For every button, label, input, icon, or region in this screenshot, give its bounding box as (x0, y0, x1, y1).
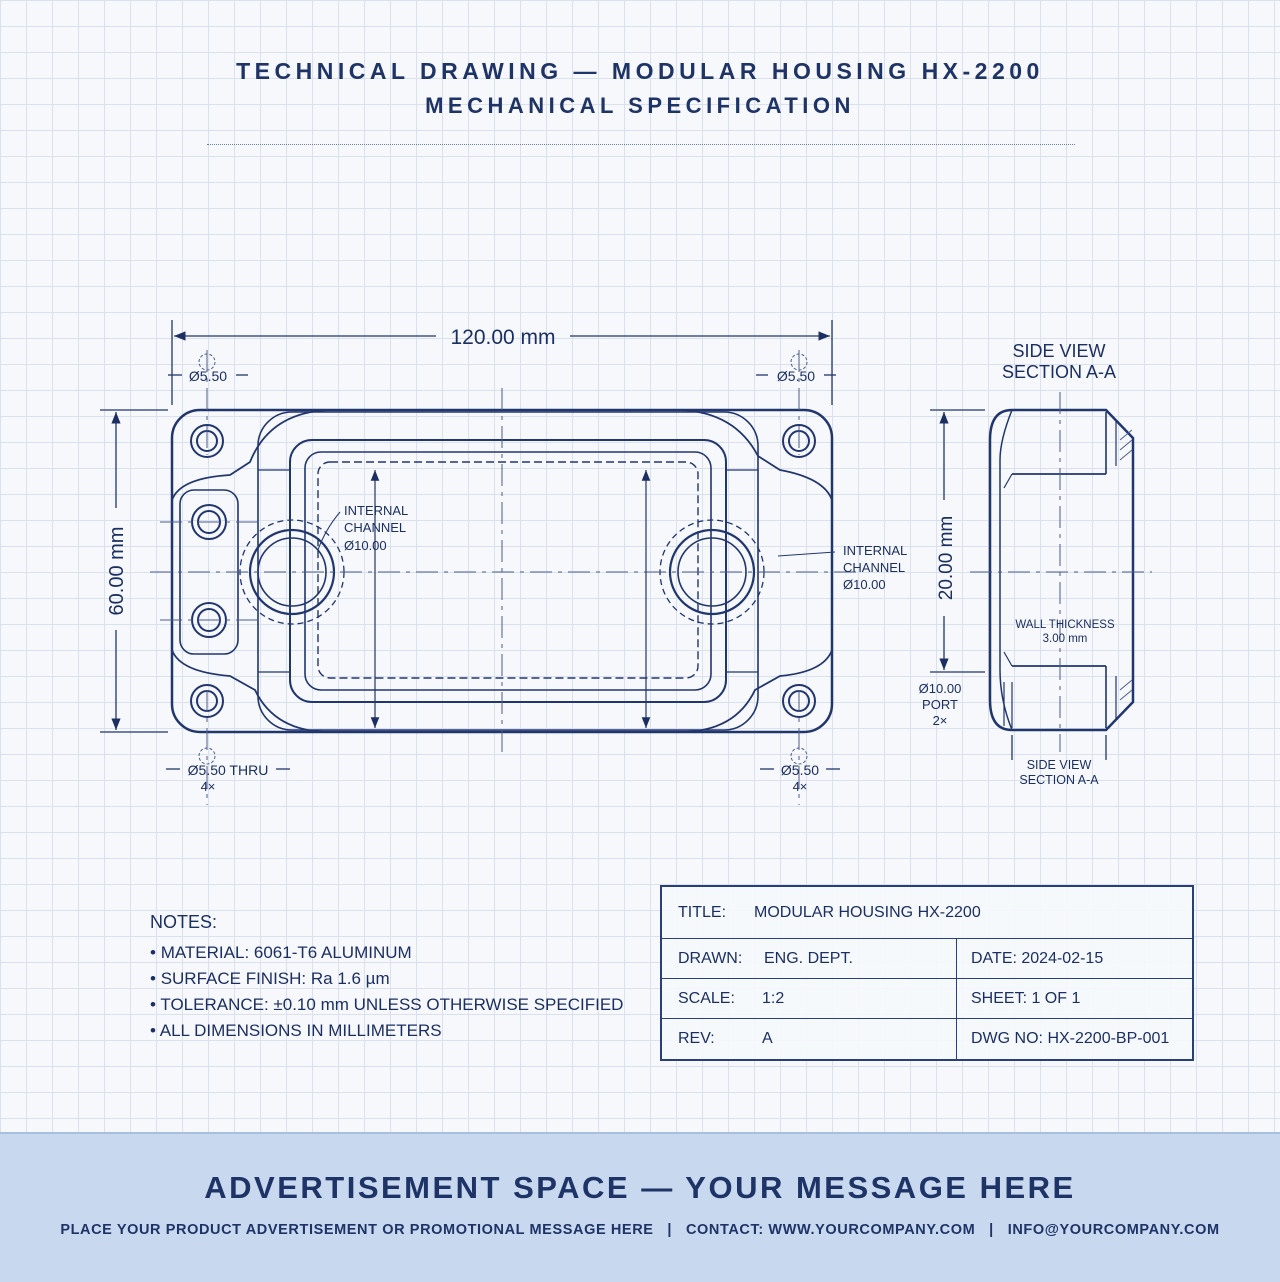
drawing-title: TECHNICAL DRAWING — MODULAR HOUSING HX-2… (236, 58, 1044, 84)
side-view-caption-line1: SIDE VIEW (1027, 758, 1092, 772)
advertisement-title: ADVERTISEMENT SPACE — YOUR MESSAGE HERE (204, 1170, 1076, 1205)
rev-value: A (762, 1030, 773, 1047)
header: TECHNICAL DRAWING — MODULAR HOUSING HX-2… (0, 58, 1280, 119)
port-label-line2: PORT (922, 697, 958, 712)
drawing-subtitle: MECHANICAL SPECIFICATION (425, 93, 855, 118)
sheet-field: SHEET: 1 OF 1 (971, 989, 1081, 1007)
title-block-row-scale: SCALE: 1:2 SHEET: 1 OF 1 (662, 979, 1192, 1019)
date-field: DATE: 2024-02-15 (971, 949, 1104, 967)
side-view (970, 392, 1152, 752)
title-block-column-divider (956, 939, 957, 1059)
side-view-caption-line2: SECTION A-A (1019, 773, 1099, 787)
drawn-label: DRAWN: (678, 949, 743, 967)
side-view-title-line1: SIDE VIEW (1012, 341, 1105, 361)
notes-section: NOTES: MATERIAL: 6061-T6 ALUMINUM SURFAC… (150, 912, 623, 1047)
title-block: TITLE: MODULAR HOUSING HX-2200 DRAWN: EN… (660, 885, 1194, 1061)
scale-label: SCALE: (678, 989, 735, 1007)
title-block-row-drawn: DRAWN: ENG. DEPT. DATE: 2024-02-15 (662, 939, 1192, 979)
wall-thickness-value: 3.00 mm (1043, 633, 1088, 645)
height-dimension-label: 60.00 mm (106, 527, 128, 616)
hole-label-top-right: Ø5.50 (777, 368, 815, 384)
title-block-row-rev: REV: A DWG NO: HX-2200-BP-001 (662, 1019, 1192, 1059)
side-view-title-line2: SECTION A-A (1002, 362, 1116, 382)
title-label: TITLE: (678, 903, 727, 921)
hole-label-bottom-right: Ø5.50 (781, 762, 819, 778)
channel-label-right: INTERNAL CHANNEL Ø10.00 (843, 543, 907, 592)
note-item: MATERIAL: 6061-T6 ALUMINUM (150, 943, 623, 963)
hole-qty-bottom-left: 4× (201, 779, 216, 794)
hole-label-bottom-left: Ø5.50 THRU (188, 762, 269, 778)
channel-right-line1: INTERNAL (843, 543, 907, 558)
channel-left-line3: Ø10.00 (344, 538, 387, 553)
hole-label-top-left: Ø5.50 (189, 368, 227, 384)
note-item: SURFACE FINISH: Ra 1.6 µm (150, 969, 623, 989)
channel-right-line2: CHANNEL (843, 560, 905, 575)
side-view-outline (988, 408, 1135, 732)
channel-left-line1: INTERNAL (344, 503, 408, 518)
front-dimensions (100, 320, 840, 770)
title-divider (207, 144, 1075, 145)
scale-value: 1:2 (762, 989, 785, 1007)
front-view (150, 350, 858, 805)
note-item: ALL DIMENSIONS IN MILLIMETERS (150, 1021, 623, 1041)
side-dimensions (930, 409, 1107, 760)
notes-list: MATERIAL: 6061-T6 ALUMINUM SURFACE FINIS… (150, 943, 624, 1041)
channel-right-line3: Ø10.00 (843, 577, 886, 592)
drawn-value: ENG. DEPT. (764, 949, 853, 967)
drawing-number-field: DWG NO: HX-2200-BP-001 (971, 1030, 1170, 1047)
advertisement-subtitle: PLACE YOUR PRODUCT ADVERTISEMENT OR PROM… (60, 1222, 1220, 1238)
cavity-hidden-line (317, 461, 699, 679)
channel-left-line2: CHANNEL (344, 520, 406, 535)
port-label-line1: Ø10.00 (919, 681, 962, 696)
notes-heading: NOTES: (150, 912, 218, 932)
port-label-line3: 2× (933, 713, 948, 728)
wall-thickness-label: WALL THICKNESS (1015, 619, 1115, 631)
width-dimension-label: 120.00 mm (450, 326, 555, 349)
rev-label: REV: (678, 1030, 715, 1047)
title-value: MODULAR HOUSING HX-2200 (754, 903, 981, 921)
note-item: TOLERANCE: ±0.10 mm UNLESS OTHERWISE SPE… (150, 995, 623, 1015)
hole-qty-bottom-right: 4× (793, 779, 808, 794)
advertisement-banner[interactable]: ADVERTISEMENT SPACE — YOUR MESSAGE HERE … (0, 1132, 1280, 1282)
title-block-row-title: TITLE: MODULAR HOUSING HX-2200 (662, 887, 1192, 939)
side-height-dimension-label: 20.00 mm (936, 516, 957, 600)
channel-label-left: INTERNAL CHANNEL Ø10.00 (344, 503, 408, 553)
inner-frame (289, 439, 727, 703)
